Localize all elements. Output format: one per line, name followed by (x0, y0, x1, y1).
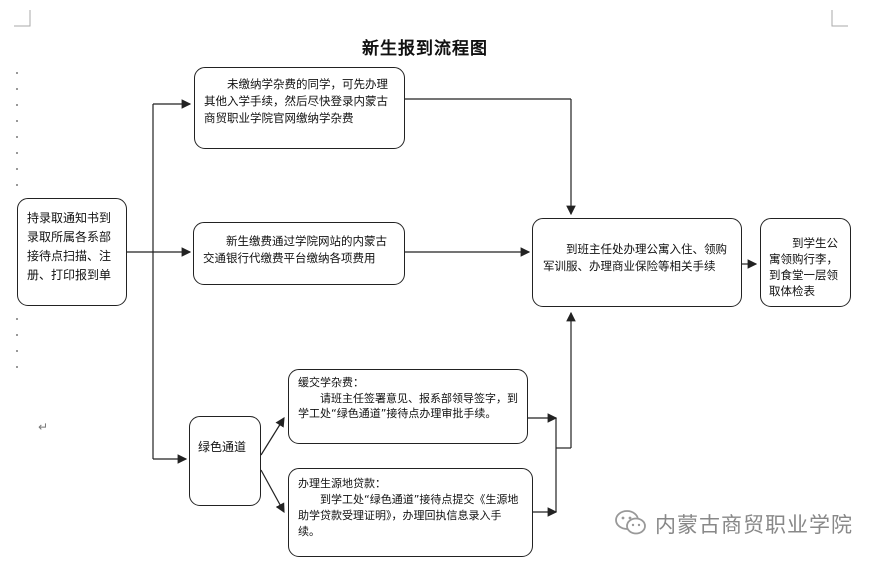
box-defer-body: 请班主任签署意见、报系部领导签字，到学工处“绿色通道”接待点办理审批手续。 (298, 391, 518, 421)
box-defer: 缓交学杂费： 请班主任签署意见、报系部领导签字，到学工处“绿色通道”接待点办理审… (288, 369, 528, 444)
box-dorm-text: 到班主任处办理公寓入住、领购军训服、办理商业保险等相关手续 (543, 242, 727, 273)
box-loan-title: 办理生源地贷款： (298, 477, 386, 490)
wechat-icon (615, 510, 646, 535)
box-green-channel: 绿色通道 (189, 416, 261, 506)
box-defer-title: 缓交学杂费： (298, 376, 364, 389)
box-paid: 新生缴费通过学院网站的内蒙古交通银行代缴费平台缴纳各项费用 (193, 222, 405, 285)
box-unpaid-text: 未缴纳学杂费的同学，可先办理其他入学手续，然后尽快登录内蒙古商贸职业学院官网缴纳… (204, 77, 388, 125)
corner-mark-top-right (831, 10, 848, 27)
box-green-channel-text: 绿色通道 (198, 440, 247, 454)
page-title: 新生报到流程图 (362, 39, 488, 59)
box-loan-body: 到学工处“绿色通道”接待点提交《生源地助学贷款受理证明》，办理回执信息录入手续。 (298, 493, 519, 538)
corner-mark-top-left (14, 10, 31, 27)
box-loan: 办理生源地贷款： 到学工处“绿色通道”接待点提交《生源地助学贷款受理证明》，办理… (288, 468, 533, 557)
box-unpaid: 未缴纳学杂费的同学，可先办理其他入学手续，然后尽快登录内蒙古商贸职业学院官网缴纳… (194, 67, 405, 149)
paragraph-mark: ↵ (38, 420, 49, 434)
box-final: 到学生公寓领购行李，到食堂一层领取体检表 (760, 218, 851, 307)
watermark-text: 内蒙古商贸职业学院 (655, 513, 853, 537)
margin-marks (16, 72, 20, 200)
box-paid-text: 新生缴费通过学院网站的内蒙古交通银行代缴费平台缴纳各项费用 (203, 234, 387, 265)
box-start: 持录取通知书到录取所属各系部接待点扫描、注册、打印报到单 (17, 198, 127, 306)
margin-marks-lower (16, 318, 20, 382)
box-dorm: 到班主任处办理公寓入住、领购军训服、办理商业保险等相关手续 (532, 218, 742, 307)
box-start-text: 持录取通知书到录取所属各系部接待点扫描、注册、打印报到单 (27, 211, 112, 282)
box-final-text: 到学生公寓领购行李，到食堂一层领取体检表 (769, 236, 838, 298)
